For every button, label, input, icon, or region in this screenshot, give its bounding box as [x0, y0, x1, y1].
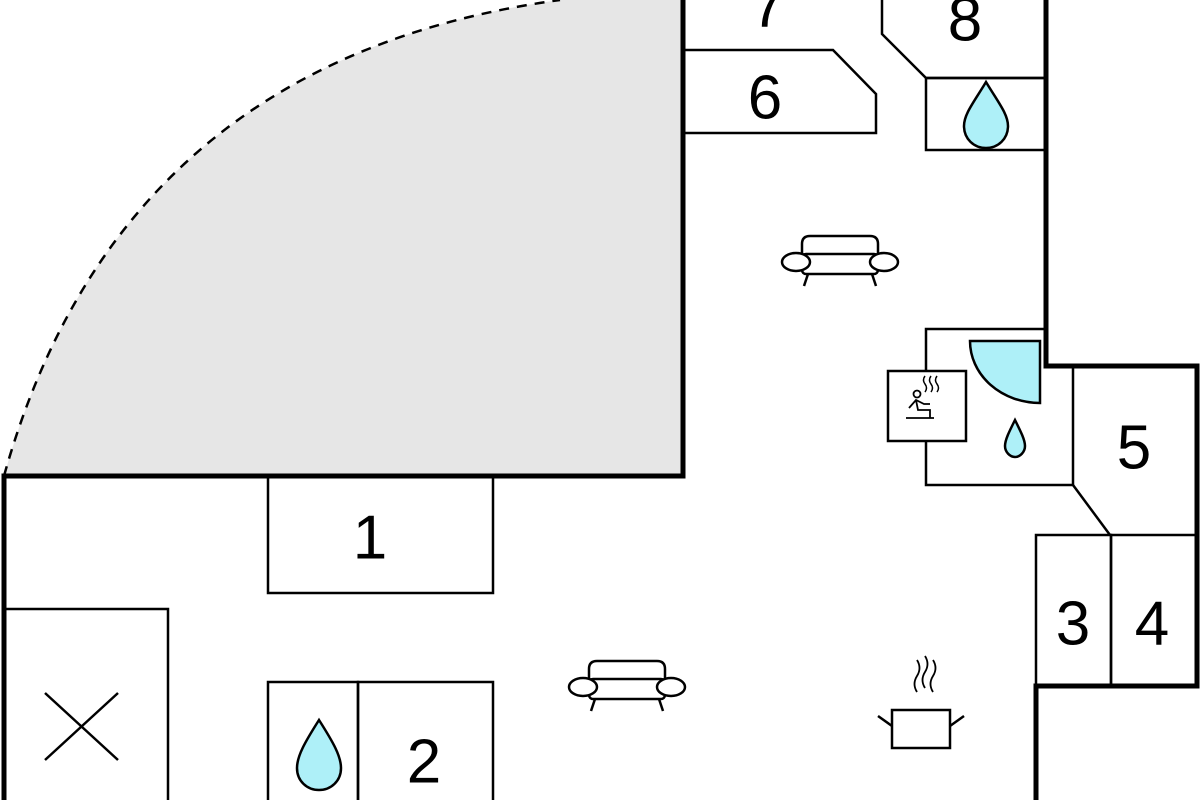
room-8-label: 8	[948, 0, 982, 55]
room-8-bath-outline	[924, 76, 1048, 152]
room-3-label: 3	[1056, 590, 1090, 659]
sauna-icon	[886, 369, 968, 443]
room-5-label: 5	[1117, 414, 1151, 483]
water-drop-icon	[962, 79, 1010, 150]
terrace-dashed-boundary	[2, 0, 561, 477]
bathroom-outline	[924, 327, 1075, 487]
room-1-label: 1	[353, 504, 387, 573]
cooking-pot-icon	[877, 655, 965, 750]
room-4-outline	[1109, 533, 1199, 688]
closed-area-outline	[4, 607, 170, 800]
room-2-label: 2	[407, 728, 441, 797]
sofa-icon	[567, 659, 687, 712]
room-4-label: 4	[1135, 590, 1169, 659]
water-drop-icon	[1003, 417, 1027, 459]
sofa-icon	[780, 234, 900, 287]
room-7-label: 7	[751, 0, 785, 41]
room-5-outline	[1071, 484, 1112, 536]
closed-cross-icon	[44, 692, 119, 761]
room-6-outline	[683, 48, 878, 135]
room-6-label: 6	[748, 64, 782, 133]
room-1-outline	[266, 474, 495, 595]
outdoor-terrace-area	[4, 0, 683, 476]
room-2-outline	[356, 680, 495, 800]
water-drop-icon	[295, 717, 343, 792]
shower-icon	[968, 339, 1042, 405]
exterior-wall-right	[1033, 0, 1200, 800]
